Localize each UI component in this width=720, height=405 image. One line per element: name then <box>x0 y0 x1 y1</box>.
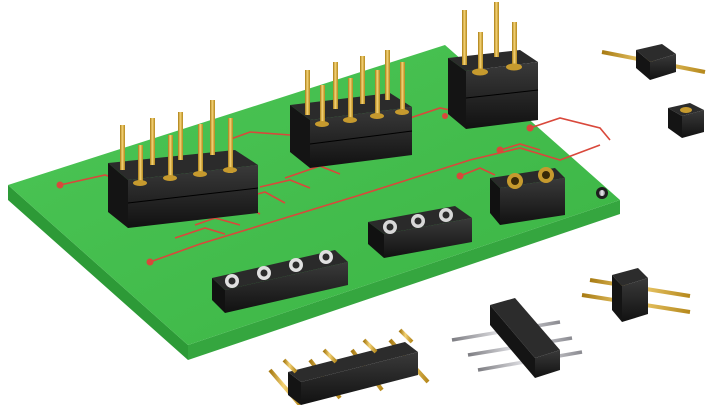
gold-pins <box>120 100 233 185</box>
stacked-header-2x2 <box>448 2 539 129</box>
single-socket <box>668 103 704 162</box>
socket-1x3 <box>368 206 472 258</box>
pcb-board-edge <box>8 185 188 360</box>
single-pin-header <box>601 44 706 80</box>
dual-row-header-2x4 <box>108 100 259 228</box>
loose-pin-header-1x2 <box>581 268 691 322</box>
stacked-header-2x4 <box>290 50 413 168</box>
loose-pin-header-1x4 <box>268 328 430 405</box>
pcb-via <box>596 187 608 199</box>
pcb-pads <box>56 113 534 266</box>
pcb-board-edge-front <box>188 200 620 360</box>
socket-2x1 <box>490 167 565 225</box>
loose-pin-header-1x3 <box>451 298 583 378</box>
socket-1x4 <box>212 250 348 313</box>
